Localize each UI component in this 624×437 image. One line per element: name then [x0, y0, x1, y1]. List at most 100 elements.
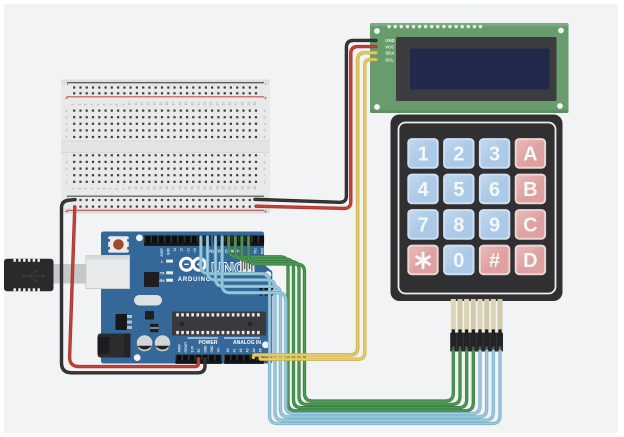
svg-text:1: 1: [71, 188, 75, 190]
svg-text:e: e: [264, 135, 266, 139]
svg-text:12: 12: [180, 248, 184, 252]
svg-text:29: 29: [247, 102, 251, 106]
svg-text:GND: GND: [210, 345, 214, 353]
svg-text:13: 13: [146, 186, 150, 190]
svg-text:24: 24: [215, 102, 219, 106]
svg-text:+: +: [263, 210, 269, 213]
svg-text:A1: A1: [233, 348, 237, 352]
svg-text:j: j: [263, 180, 265, 184]
svg-text:g: g: [264, 160, 266, 164]
svg-text:9: 9: [121, 104, 125, 106]
svg-text:~11: ~11: [186, 248, 190, 253]
svg-text:4: 4: [90, 104, 94, 106]
svg-text:17: 17: [172, 186, 176, 190]
svg-text:e: e: [66, 135, 68, 139]
svg-text:14: 14: [153, 102, 157, 106]
svg-text:20: 20: [190, 186, 194, 190]
svg-text:8: 8: [115, 104, 119, 106]
svg-text:+: +: [65, 96, 71, 99]
svg-text:14: 14: [153, 186, 157, 190]
svg-text:C: C: [523, 215, 537, 237]
svg-text:RX0: RX0: [260, 248, 264, 254]
svg-text:d: d: [66, 129, 68, 133]
svg-text:+: +: [65, 210, 71, 213]
svg-text:5: 5: [96, 188, 100, 190]
svg-text:18: 18: [178, 186, 182, 190]
svg-text:16: 16: [165, 102, 169, 106]
svg-text:7: 7: [417, 215, 428, 237]
svg-text:11: 11: [134, 102, 138, 106]
svg-text:~10: ~10: [193, 248, 197, 254]
svg-text:5: 5: [453, 179, 464, 201]
svg-text:13: 13: [146, 102, 150, 106]
svg-text:GND: GND: [385, 38, 395, 43]
svg-text:19: 19: [184, 186, 188, 190]
svg-text:15: 15: [159, 102, 163, 106]
svg-text:TX: TX: [160, 272, 165, 276]
svg-text:1: 1: [417, 144, 428, 166]
svg-text:28: 28: [241, 186, 245, 190]
svg-text:i: i: [264, 173, 265, 177]
svg-text:a: a: [264, 109, 266, 113]
svg-text:15: 15: [159, 186, 163, 190]
svg-text:d: d: [264, 129, 266, 133]
svg-text:4: 4: [417, 179, 429, 201]
svg-text:26: 26: [228, 186, 232, 190]
svg-text:+: +: [263, 96, 269, 99]
svg-text:17: 17: [172, 102, 176, 106]
svg-text:j: j: [65, 180, 67, 184]
svg-text:5V: 5V: [197, 348, 201, 353]
svg-text:A5: A5: [259, 348, 263, 352]
svg-text:19: 19: [184, 102, 188, 106]
svg-text:9: 9: [121, 188, 125, 190]
svg-text:6: 6: [103, 188, 107, 190]
svg-text:TX1: TX1: [254, 248, 258, 254]
svg-text:g: g: [66, 160, 68, 164]
svg-text:23: 23: [209, 186, 213, 190]
svg-text:#: #: [489, 250, 500, 272]
svg-text:4: 4: [90, 188, 94, 190]
svg-text:AREF: AREF: [160, 248, 164, 257]
svg-text:5: 5: [96, 104, 100, 106]
svg-text:21: 21: [197, 102, 201, 106]
svg-text:ARDUINO: ARDUINO: [178, 277, 212, 283]
svg-text:25: 25: [222, 102, 226, 106]
svg-text:h: h: [264, 167, 266, 171]
svg-text:SCL: SCL: [385, 57, 394, 62]
svg-text:c: c: [264, 122, 266, 126]
svg-text:-: -: [65, 83, 71, 85]
svg-text:7: 7: [109, 188, 113, 190]
svg-text:D: D: [523, 250, 537, 272]
svg-text:12: 12: [140, 186, 144, 190]
svg-text:22: 22: [203, 102, 207, 106]
svg-text:3: 3: [489, 144, 500, 166]
svg-text:RX: RX: [160, 279, 166, 283]
svg-text:26: 26: [228, 102, 232, 106]
svg-text:c: c: [66, 122, 68, 126]
svg-text:AREF: AREF: [178, 344, 182, 353]
svg-text:16: 16: [165, 186, 169, 190]
svg-text:GND: GND: [167, 247, 171, 255]
svg-text:27: 27: [234, 102, 238, 106]
svg-text:a: a: [66, 109, 68, 113]
svg-text:3.3V: 3.3V: [191, 345, 195, 352]
svg-text:3: 3: [84, 188, 88, 190]
svg-text:10: 10: [128, 186, 132, 190]
svg-text:SDA: SDA: [385, 51, 394, 56]
svg-text:h: h: [66, 167, 68, 171]
svg-text:2: 2: [453, 144, 464, 166]
svg-text:ANALOG IN: ANALOG IN: [233, 340, 261, 346]
svg-text:8: 8: [453, 215, 464, 237]
svg-text:22: 22: [203, 186, 207, 190]
svg-text:25: 25: [222, 186, 226, 190]
svg-text:20: 20: [190, 102, 194, 106]
svg-text:6: 6: [489, 179, 500, 201]
svg-text:A4: A4: [252, 348, 256, 352]
svg-text:30: 30: [253, 186, 257, 190]
svg-text:i: i: [66, 173, 67, 177]
svg-text:RESET: RESET: [184, 342, 188, 353]
svg-text:B: B: [523, 179, 537, 201]
svg-text:GND: GND: [204, 345, 208, 353]
svg-text:DIGITAL (PWM~): DIGITAL (PWM~): [206, 248, 243, 253]
svg-text:3: 3: [84, 104, 88, 106]
